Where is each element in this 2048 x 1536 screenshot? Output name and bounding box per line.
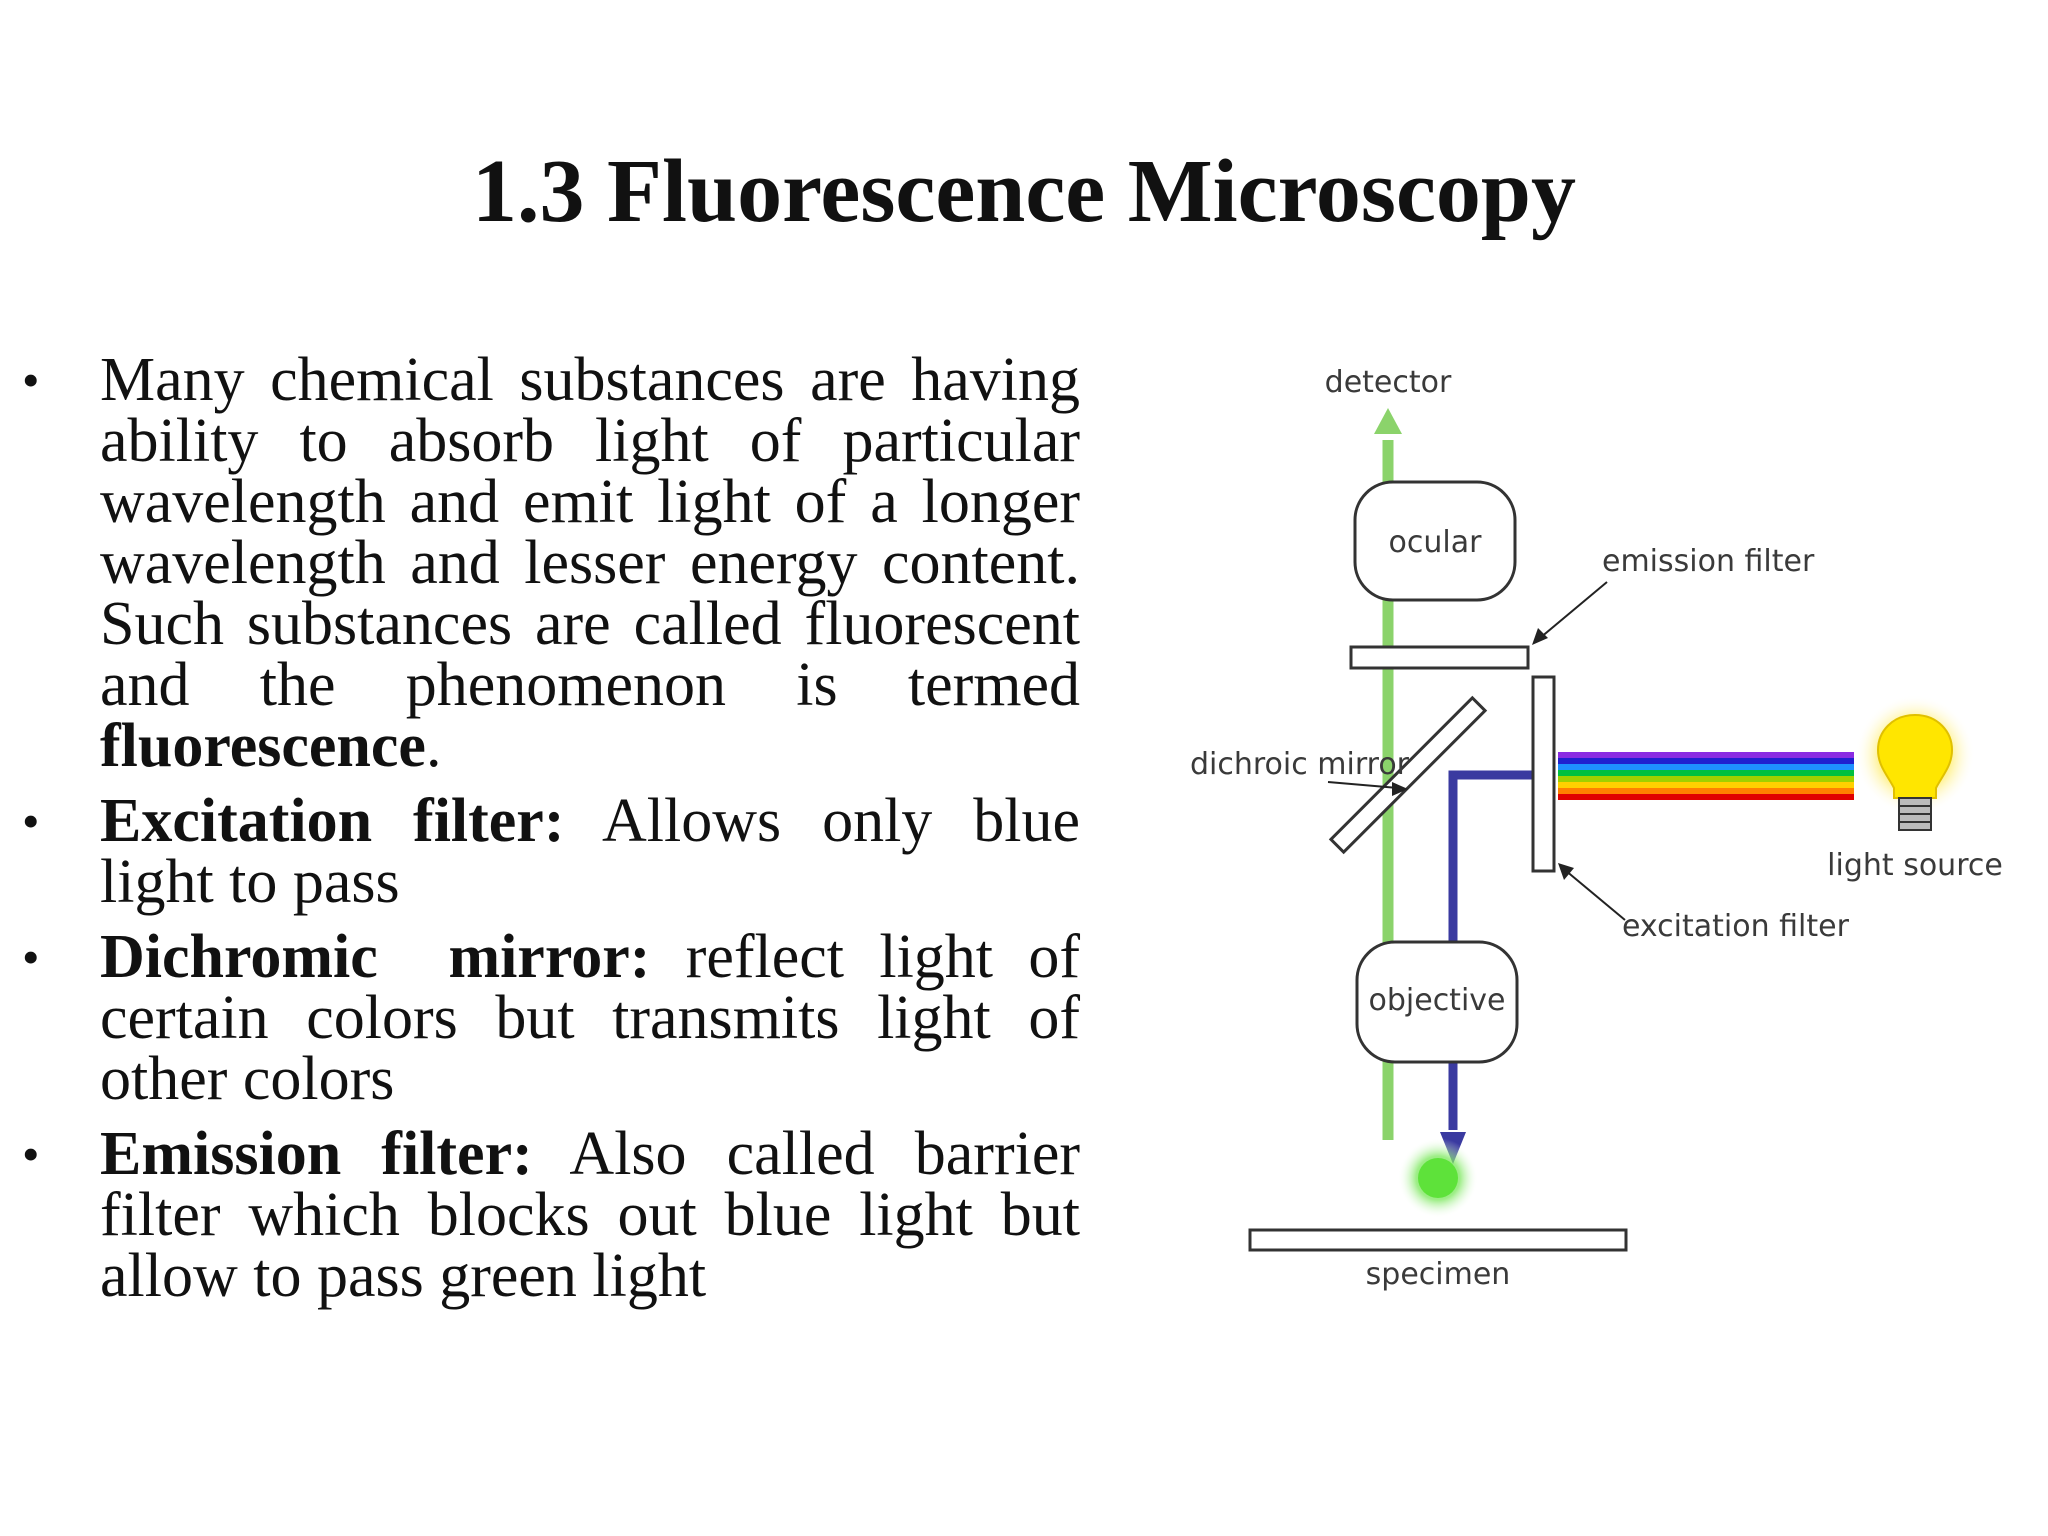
bullet-tail: . — [425, 712, 442, 780]
bullet-marker: • — [22, 929, 40, 985]
excitation-filter-arrowhead — [1558, 863, 1574, 880]
bullet-lead: Excitation filter: — [100, 787, 565, 855]
light-bulb-icon — [1855, 695, 1975, 831]
bullet-body: Allows only blue light to pass — [100, 787, 1080, 916]
detector-label: detector — [1325, 365, 1452, 400]
objective-label: objective — [1369, 983, 1506, 1018]
fluorescence-microscope-diagram: detector ocular emission filter dichroic… — [1190, 365, 2003, 1292]
bullet-body: Also called barrier filter which blocks … — [100, 1120, 1080, 1310]
bullet-lead: Dichromic mirror: — [100, 923, 651, 991]
objective-box — [1355, 940, 1519, 1064]
excitation-filter-plate — [1531, 675, 1556, 873]
specimen-slide — [1248, 1228, 1628, 1252]
bullet-emission-filter: • Emission filter: Also called barrier f… — [22, 1123, 1080, 1307]
detector-arrowhead — [1374, 408, 1402, 434]
emission-filter-label: emission filter — [1602, 544, 1815, 579]
bullet-fluorescence-definition: • Many chemical substances are having ab… — [22, 349, 1080, 777]
bullet-lead: Emission filter: — [100, 1120, 533, 1188]
spectrum-beam — [1558, 752, 1854, 800]
bullet-marker: • — [22, 352, 40, 408]
bullet-dichromic-mirror: • Dichromic mirror: reflect light of cer… — [22, 926, 1080, 1110]
emission-filter-pointer — [1539, 581, 1608, 639]
specimen-label: specimen — [1366, 1257, 1511, 1292]
bullet-excitation-filter: • Excitation filter: Allows only blue li… — [22, 790, 1080, 913]
bullet-text: Dichromic mirror: reflect light of certa… — [100, 923, 1080, 1113]
light-source-label: light source — [1827, 848, 2003, 883]
emission-filter-plate — [1349, 645, 1530, 670]
ocular-label: ocular — [1389, 525, 1483, 560]
excitation-filter-pointer — [1564, 869, 1626, 921]
fluorescence-spot — [1418, 1158, 1458, 1198]
dichroic-mirror-pointer — [1327, 781, 1399, 789]
bullet-text: Excitation filter: Allows only blue ligh… — [100, 787, 1080, 916]
emission-filter-arrowhead — [1532, 628, 1548, 645]
bullet-term: fluorescence — [100, 712, 426, 780]
dichroic-mirror-arrowhead — [1392, 782, 1408, 796]
slide-title: 1.3 Fluorescence Microscopy — [472, 142, 1576, 241]
bullet-body: Many chemical substances are having abil… — [100, 346, 1080, 719]
dichroic-mirror-label: dichroic mirror — [1190, 747, 1410, 782]
bullet-body: reflect light of certain colors but tran… — [100, 923, 1081, 1113]
bullet-marker: • — [22, 1126, 40, 1182]
bullet-text: Emission filter: Also called barrier fil… — [100, 1120, 1080, 1310]
bullet-list: • Many chemical substances are having ab… — [22, 349, 1080, 1321]
bullet-text: Many chemical substances are having abil… — [100, 346, 1080, 780]
dichroic-mirror — [1328, 695, 1488, 855]
bullet-marker: • — [22, 793, 40, 849]
ocular-box — [1353, 480, 1517, 602]
excitation-filter-label: excitation filter — [1622, 909, 1850, 944]
